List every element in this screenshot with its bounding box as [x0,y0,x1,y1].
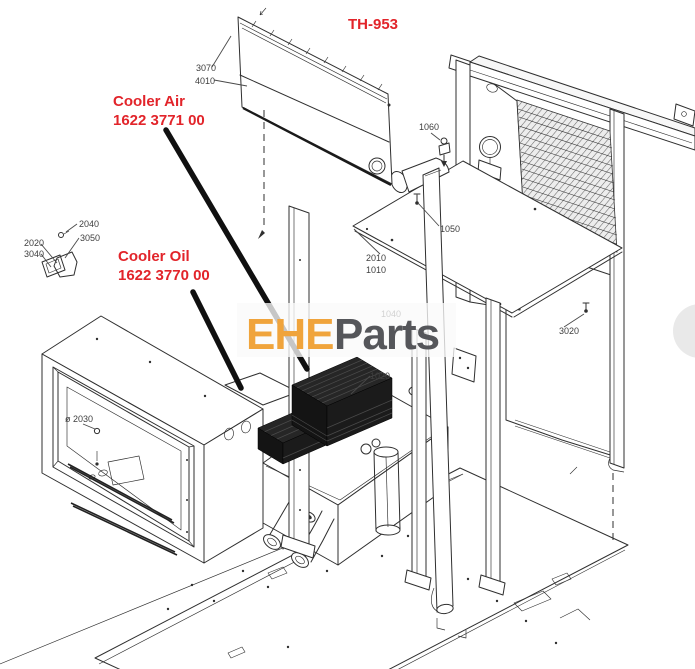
part-label-1050: 1050 [440,224,460,234]
support-channel-right [478,297,506,596]
door-latch-knob [368,157,386,175]
valve-1060 [438,137,451,167]
part-label-2010: 2010 [366,253,386,263]
item-1-arrow [259,7,267,16]
watermark: EHE Parts [237,303,456,359]
part-label-1060: 1060 [419,122,439,132]
part-label-3050: 3050 [80,233,100,243]
cover-plate-3050 [53,251,78,278]
radiator-fin-slats [517,108,618,245]
support-channels [280,205,477,591]
screw-3020 [582,302,590,313]
part-label-3040: 3040 [24,249,44,259]
screw-2040 [58,232,64,238]
part-labels: TH-953 Cooler Air 1622 3771 00 Cooler Oi… [24,16,579,424]
cooler-air-name: Cooler Air [113,93,185,110]
drawing-number: TH-953 [348,16,398,33]
cooler-oil-part-number: 1622 3770 00 [118,267,210,284]
gasket-frame-2020-3040 [41,254,66,278]
part-label-3070: 3070 [196,63,216,73]
fastener-parts [41,137,451,278]
cooler-oil-name: Cooler Oil [118,248,190,265]
part-label-2040: 2040 [79,219,99,229]
cooler-air-part-number: 1622 3771 00 [113,112,205,129]
part-label-2030: ø 2030 [65,414,93,424]
part-label-1010: 1010 [366,265,386,275]
hole-2030 [93,427,101,435]
door-panel [237,7,393,187]
watermark-background [237,303,456,357]
part-label-4010: 4010 [195,76,215,86]
assembly-dashed-lines [258,110,614,540]
gauge-dial [479,136,501,158]
watermark-suffix: Parts [334,310,439,359]
part-label-2020: 2020 [24,238,44,248]
cooler-oil-leader [190,289,244,391]
screw-1050 [413,193,421,205]
part-label-3020: 3020 [559,326,579,336]
part-label-1020: 1020 [370,371,390,381]
riser-pipe [390,157,467,639]
door-edge-hatching [251,20,383,91]
cabinet-enclosure [41,315,264,564]
air-cooler-block [291,356,393,447]
carousel-next-circle[interactable] [673,304,695,358]
watermark-prefix: EHE [246,310,333,359]
leader-lines [40,35,585,430]
